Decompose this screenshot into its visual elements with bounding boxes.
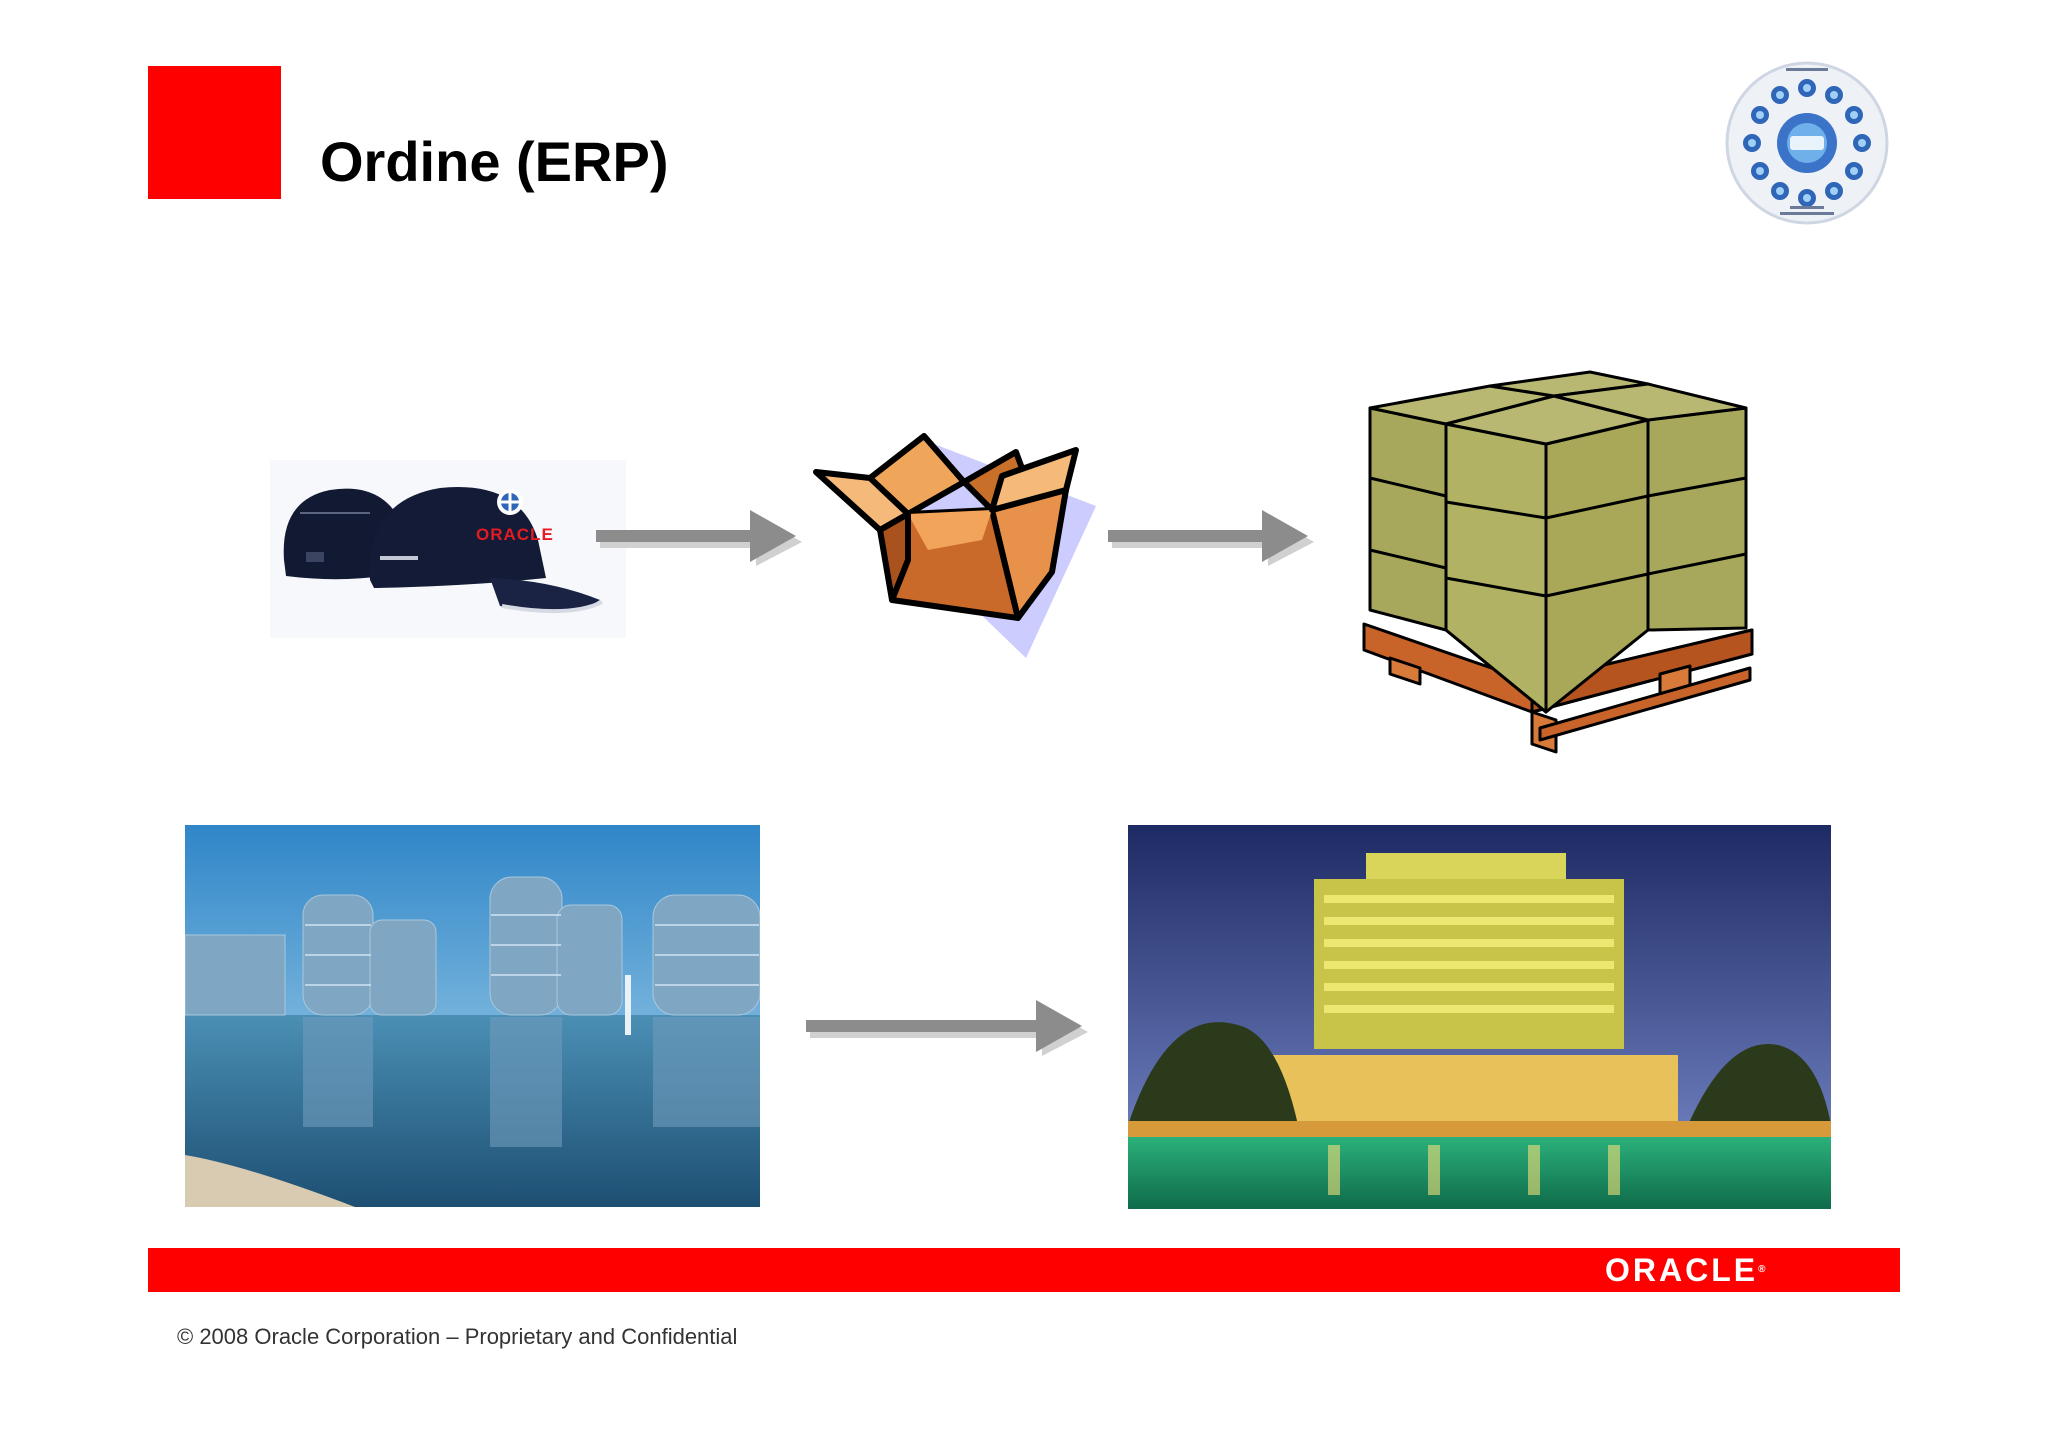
footer-bar (148, 1248, 1900, 1292)
footer-logo-text: ORACLE (1605, 1252, 1759, 1288)
erp-logo-icon (1725, 61, 1889, 225)
cap-icon: ORACLE (270, 460, 626, 638)
flow-arrow (1108, 510, 1314, 566)
pallet-boxes-icon (1362, 370, 1754, 754)
footer-logo-mark: ® (1758, 1264, 1766, 1275)
flow-arrow (596, 510, 802, 566)
flow-arrow (806, 1000, 1088, 1056)
copyright-text: © 2008 Oracle Corporation – Proprietary … (177, 1324, 738, 1349)
cap-logo-text: ORACLE (476, 525, 554, 544)
slide-title: Ordine (ERP) (320, 130, 669, 193)
hotel-photo (1128, 825, 1831, 1209)
headquarters-photo (185, 825, 760, 1207)
header-red-square (148, 66, 281, 199)
footer-oracle-logo: ORACLE® (1605, 1252, 1765, 1288)
open-box-icon (813, 433, 1096, 658)
